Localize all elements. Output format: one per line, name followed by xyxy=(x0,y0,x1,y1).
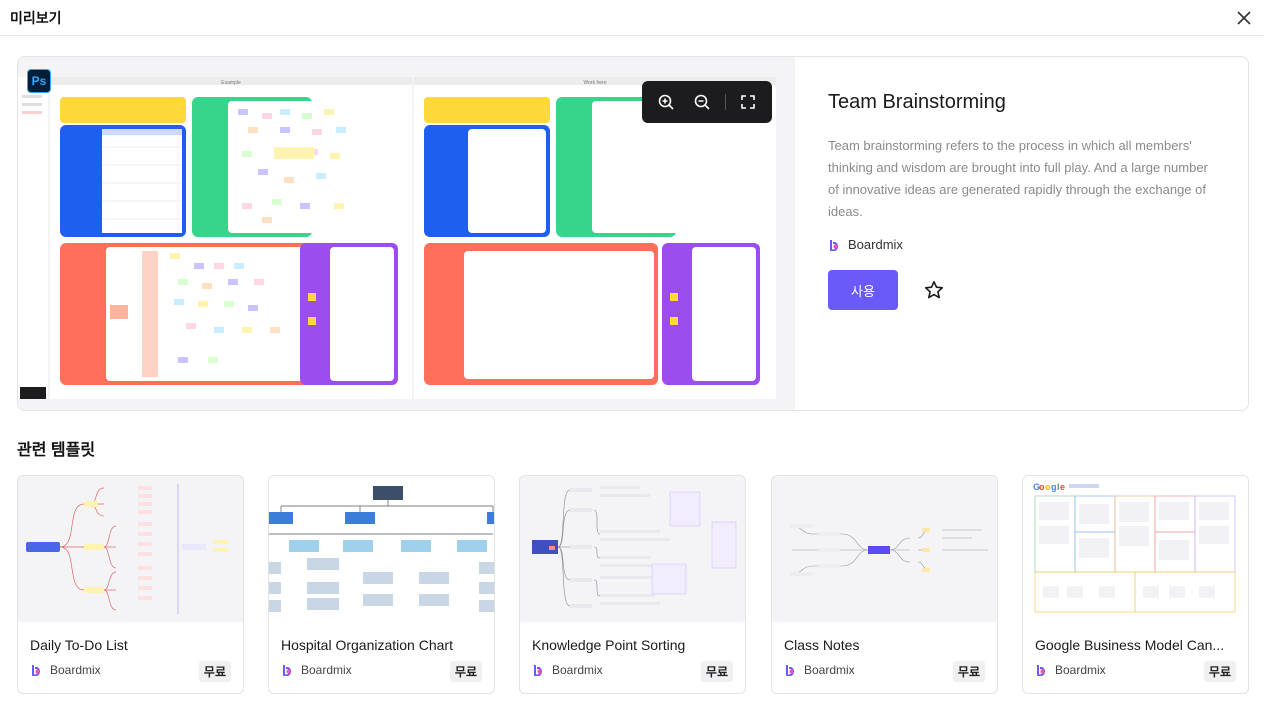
template-author-name: Boardmix xyxy=(804,663,855,677)
template-name: Class Notes xyxy=(784,637,860,653)
canvas-header-example: Example xyxy=(221,80,241,86)
template-author: Boardmix xyxy=(281,663,352,677)
boardmix-logo-icon xyxy=(830,239,838,251)
fullscreen-button[interactable] xyxy=(734,88,762,116)
modal-title: 미리보기 xyxy=(10,10,62,26)
price-badge: 무료 xyxy=(952,661,985,682)
template-thumbnail xyxy=(269,476,494,622)
template-description: Team brainstorming refers to the process… xyxy=(828,138,1208,219)
star-icon xyxy=(924,281,944,299)
template-thumbnail xyxy=(18,476,243,622)
related-template-card[interactable]: Knowledge Point Sorting Boardmix 무료 xyxy=(519,475,746,694)
price-badge: 무료 xyxy=(198,661,231,682)
zoom-in-icon xyxy=(658,94,674,110)
svg-text:o: o xyxy=(1045,482,1051,492)
template-author: Boardmix xyxy=(1035,663,1106,677)
svg-text:G: G xyxy=(1033,482,1040,492)
canvas-header-work: Work here xyxy=(584,80,607,86)
template-name: Daily To-Do List xyxy=(30,637,128,653)
price-badge: 무료 xyxy=(700,661,733,682)
use-template-button[interactable]: 사용 xyxy=(828,270,898,310)
boardmix-logo-icon xyxy=(534,665,542,676)
template-info: Team Brainstorming Team brainstorming re… xyxy=(796,57,1248,410)
boardmix-logo-icon xyxy=(283,665,291,676)
template-preview-card: Example Work here xyxy=(17,56,1249,411)
favorite-button[interactable] xyxy=(922,278,946,302)
template-name: Google Business Model Can... xyxy=(1035,637,1225,653)
template-author-name: Boardmix xyxy=(552,663,603,677)
boardmix-logo-icon xyxy=(32,665,40,676)
close-icon xyxy=(1237,11,1251,25)
close-button[interactable] xyxy=(1232,6,1256,30)
template-author-name: Boardmix xyxy=(1055,663,1106,677)
svg-text:e: e xyxy=(1060,482,1065,492)
template-thumbnail xyxy=(520,476,745,622)
price-badge: 무료 xyxy=(449,661,482,682)
modal-header: 미리보기 xyxy=(0,0,1264,36)
template-thumbnail xyxy=(772,476,997,622)
boardmix-logo-icon xyxy=(786,665,794,676)
template-author: Boardmix xyxy=(532,663,603,677)
template-name: Hospital Organization Chart xyxy=(281,637,453,653)
svg-text:l: l xyxy=(1057,482,1060,492)
template-name: Knowledge Point Sorting xyxy=(532,637,686,653)
related-template-card[interactable]: Daily To-Do List Boardmix 무료 xyxy=(17,475,244,694)
template-author-name: Boardmix xyxy=(301,663,352,677)
template-author-name: Boardmix xyxy=(848,237,903,252)
related-template-card[interactable]: Hospital Organization Chart Boardmix 무료 xyxy=(268,475,495,694)
template-author: Boardmix xyxy=(784,663,855,677)
toolbar-divider xyxy=(724,94,726,110)
template-author-name: Boardmix xyxy=(50,663,101,677)
zoom-out-icon xyxy=(695,94,710,110)
template-author: Boardmix xyxy=(30,663,101,677)
fullscreen-icon xyxy=(741,95,755,109)
photoshop-badge: Ps xyxy=(27,69,51,93)
zoom-toolbar xyxy=(642,81,772,123)
related-template-card[interactable]: Class Notes Boardmix 무료 xyxy=(771,475,998,694)
related-templates-heading: 관련 템플릿 xyxy=(17,442,96,459)
template-title: Team Brainstorming xyxy=(828,91,1006,113)
svg-text:g: g xyxy=(1051,482,1057,492)
template-author: Boardmix xyxy=(828,237,903,252)
template-canvas-preview: Example Work here xyxy=(18,57,795,410)
zoom-in-button[interactable] xyxy=(652,88,680,116)
zoom-out-button[interactable] xyxy=(688,88,716,116)
price-badge: 무료 xyxy=(1203,661,1236,682)
boardmix-logo-icon xyxy=(1037,665,1045,676)
svg-text:o: o xyxy=(1039,482,1045,492)
